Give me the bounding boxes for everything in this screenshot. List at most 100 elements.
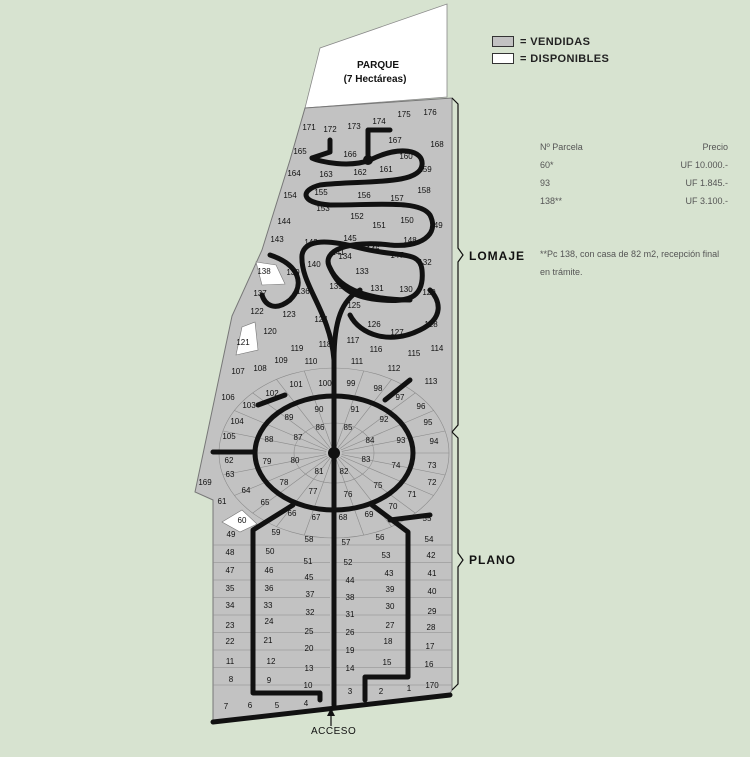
lot-label-104[interactable]: 104: [230, 417, 244, 426]
lot-label-170[interactable]: 170: [425, 681, 439, 690]
lot-label-125[interactable]: 125: [347, 301, 361, 310]
lot-label-72[interactable]: 72: [428, 478, 437, 487]
lot-label-91[interactable]: 91: [351, 405, 360, 414]
lot-label-109[interactable]: 109: [274, 356, 288, 365]
lot-label-175[interactable]: 175: [397, 110, 411, 119]
lot-label-162[interactable]: 162: [353, 168, 367, 177]
lot-60-available[interactable]: [221, 509, 258, 533]
lot-121-available[interactable]: [235, 321, 259, 356]
lot-label-68[interactable]: 68: [339, 513, 348, 522]
lot-label-76[interactable]: 76: [344, 490, 353, 499]
lot-label-52[interactable]: 52: [344, 558, 353, 567]
lot-label-65[interactable]: 65: [261, 498, 270, 507]
lot-label-58[interactable]: 58: [305, 535, 314, 544]
lot-label-64[interactable]: 64: [242, 486, 251, 495]
lot-label-160[interactable]: 160: [399, 152, 413, 161]
lot-label-77[interactable]: 77: [309, 487, 318, 496]
lot-label-62[interactable]: 62: [225, 456, 234, 465]
lot-label-31[interactable]: 31: [346, 610, 355, 619]
lot-label-174[interactable]: 174: [372, 117, 386, 126]
lot-label-40[interactable]: 40: [428, 587, 437, 596]
lot-label-50[interactable]: 50: [266, 547, 275, 556]
lot-label-21[interactable]: 21: [264, 636, 273, 645]
lot-label-14[interactable]: 14: [346, 664, 355, 673]
lot-label-147[interactable]: 147: [390, 251, 404, 260]
lot-label-173[interactable]: 173: [347, 122, 361, 131]
lot-label-139[interactable]: 139: [286, 268, 300, 277]
lot-label-85[interactable]: 85: [344, 423, 353, 432]
lot-label-166[interactable]: 166: [343, 150, 357, 159]
lot-label-42[interactable]: 42: [427, 551, 436, 560]
lot-label-35[interactable]: 35: [226, 584, 235, 593]
lot-label-48[interactable]: 48: [226, 548, 235, 557]
lot-label-119[interactable]: 119: [291, 344, 304, 353]
lot-label-127[interactable]: 127: [390, 328, 404, 337]
lot-label-137[interactable]: 137: [253, 289, 267, 298]
lot-label-87[interactable]: 87: [294, 433, 303, 442]
lot-label-168[interactable]: 168: [430, 140, 444, 149]
lot-138-available[interactable]: [255, 261, 286, 286]
lot-label-36[interactable]: 36: [265, 584, 274, 593]
lot-label-89[interactable]: 89: [285, 413, 294, 422]
lot-label-118[interactable]: 118: [319, 340, 332, 349]
lot-label-55[interactable]: 55: [423, 514, 432, 523]
lot-label-136[interactable]: 136: [296, 287, 310, 296]
lot-label-135[interactable]: 135: [329, 282, 343, 291]
lot-label-142[interactable]: 142: [304, 238, 318, 247]
lot-label-34[interactable]: 34: [226, 601, 235, 610]
lot-label-39[interactable]: 39: [386, 585, 395, 594]
lot-label-117[interactable]: 117: [347, 336, 360, 345]
lot-label-115[interactable]: 115: [408, 349, 421, 358]
lot-label-75[interactable]: 75: [374, 481, 383, 490]
lot-label-23[interactable]: 23: [226, 621, 235, 630]
lot-label-9[interactable]: 9: [267, 676, 272, 685]
lot-label-73[interactable]: 73: [428, 461, 437, 470]
lot-label-97[interactable]: 97: [396, 393, 405, 402]
lot-label-98[interactable]: 98: [374, 384, 383, 393]
lot-label-27[interactable]: 27: [386, 621, 395, 630]
lot-label-66[interactable]: 66: [288, 509, 297, 518]
lot-label-86[interactable]: 86: [316, 423, 325, 432]
lot-label-148[interactable]: 148: [403, 236, 417, 245]
lot-label-93[interactable]: 93: [397, 436, 406, 445]
lot-label-130[interactable]: 130: [399, 285, 413, 294]
lot-label-96[interactable]: 96: [417, 402, 426, 411]
lot-label-114[interactable]: 114: [431, 344, 444, 353]
lot-label-84[interactable]: 84: [366, 436, 375, 445]
lot-label-20[interactable]: 20: [305, 644, 314, 653]
lot-label-80[interactable]: 80: [291, 456, 300, 465]
lot-label-10[interactable]: 10: [304, 681, 313, 690]
lot-label-81[interactable]: 81: [315, 467, 324, 476]
lot-label-13[interactable]: 13: [305, 664, 314, 673]
lot-label-164[interactable]: 164: [287, 169, 301, 178]
lot-label-32[interactable]: 32: [306, 608, 315, 617]
lot-label-159[interactable]: 159: [418, 165, 432, 174]
lot-label-44[interactable]: 44: [346, 576, 355, 585]
lot-label-19[interactable]: 19: [346, 646, 355, 655]
lot-label-33[interactable]: 33: [264, 601, 273, 610]
lot-label-151[interactable]: 151: [372, 221, 386, 230]
lot-label-155[interactable]: 155: [314, 188, 328, 197]
lot-label-121[interactable]: 121: [236, 338, 250, 347]
lot-label-122[interactable]: 122: [250, 307, 264, 316]
lot-label-6[interactable]: 6: [248, 701, 253, 710]
lot-label-16[interactable]: 16: [425, 660, 434, 669]
lot-label-163[interactable]: 163: [319, 170, 333, 179]
lot-label-123[interactable]: 123: [282, 310, 296, 319]
lot-label-18[interactable]: 18: [384, 637, 393, 646]
lot-label-152[interactable]: 152: [350, 212, 364, 221]
lot-label-37[interactable]: 37: [306, 590, 315, 599]
lot-label-5[interactable]: 5: [275, 701, 280, 710]
lot-label-51[interactable]: 51: [304, 557, 313, 566]
lot-label-26[interactable]: 26: [346, 628, 355, 637]
lot-label-116[interactable]: 116: [370, 345, 383, 354]
lot-label-67[interactable]: 67: [312, 513, 321, 522]
lot-label-46[interactable]: 46: [265, 566, 274, 575]
lot-label-49[interactable]: 49: [227, 530, 236, 539]
lot-label-17[interactable]: 17: [426, 642, 435, 651]
lot-label-107[interactable]: 107: [231, 367, 245, 376]
lot-label-144[interactable]: 144: [277, 217, 291, 226]
lot-label-7[interactable]: 7: [224, 702, 229, 711]
lot-label-156[interactable]: 156: [357, 191, 371, 200]
lot-label-99[interactable]: 99: [347, 379, 356, 388]
